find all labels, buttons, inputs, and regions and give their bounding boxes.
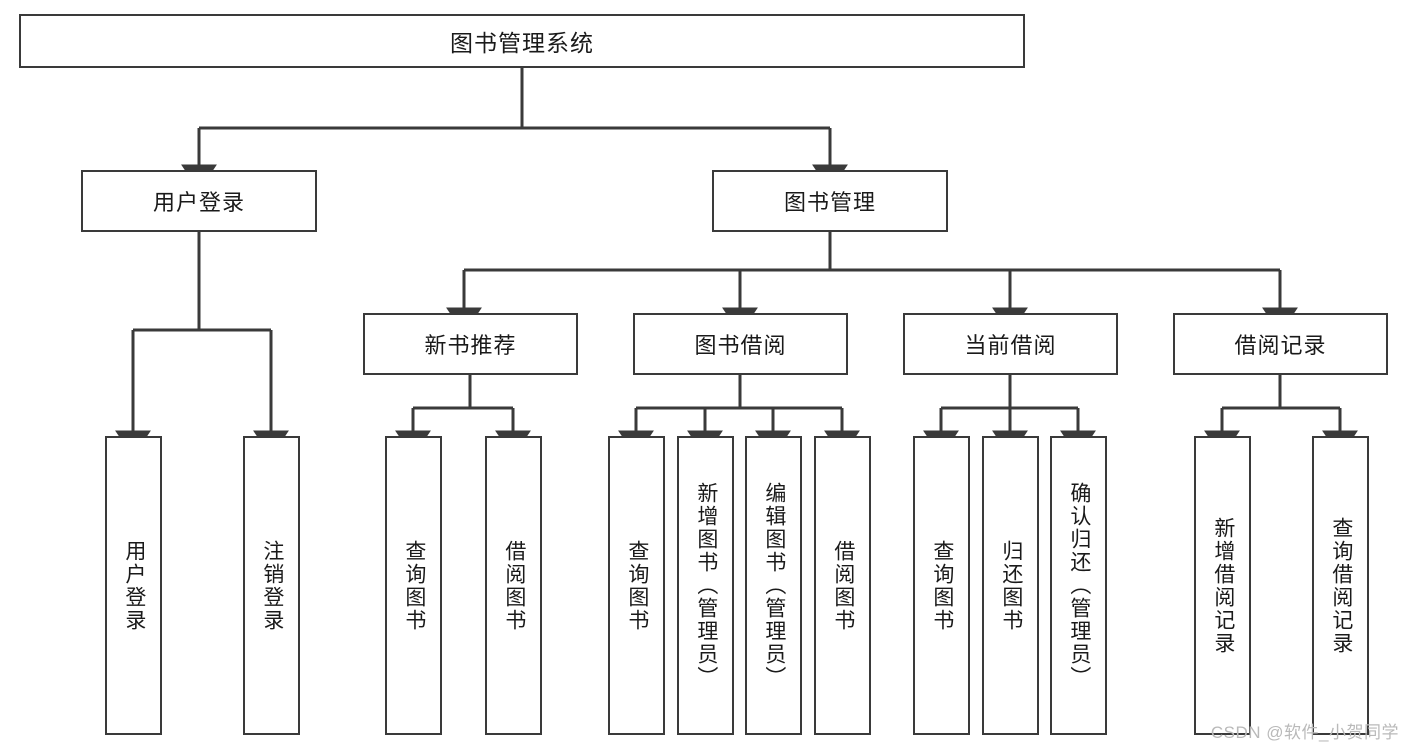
- leaf-borrow-books-newbook[interactable]: 借阅图书: [485, 436, 542, 735]
- leaf-logout[interactable]: 注销登录: [243, 436, 300, 735]
- leaf-query-books-current[interactable]: 查询图书: [913, 436, 970, 735]
- leaf-query-books-newbook[interactable]: 查询图书: [385, 436, 442, 735]
- leaf-query-books-newbook-label: 查询图书: [402, 539, 426, 632]
- leaf-confirm-return-admin-label: 确认归还（管理员）: [1067, 482, 1091, 689]
- leaf-user-login[interactable]: 用户登录: [105, 436, 162, 735]
- node-root-label: 图书管理系统: [450, 30, 594, 56]
- leaf-add-book-admin[interactable]: 新增图书（管理员）: [677, 436, 734, 735]
- node-current-borrow-label: 当前借阅: [964, 333, 1057, 358]
- node-book-management[interactable]: 图书管理: [712, 170, 948, 232]
- node-current-borrow[interactable]: 当前借阅: [903, 313, 1118, 375]
- leaf-query-books-current-label: 查询图书: [930, 539, 954, 632]
- csdn-watermark: CSDN @软件_小贺同学: [1210, 723, 1399, 742]
- leaf-edit-book-admin[interactable]: 编辑图书（管理员）: [745, 436, 802, 735]
- leaf-add-borrow-record[interactable]: 新增借阅记录: [1194, 436, 1251, 735]
- leaf-return-books[interactable]: 归还图书: [982, 436, 1039, 735]
- node-book-borrow-label: 图书借阅: [694, 333, 787, 358]
- node-user-login-label: 用户登录: [152, 190, 245, 215]
- node-book-management-label: 图书管理: [783, 190, 876, 215]
- leaf-user-login-label: 用户登录: [122, 539, 146, 632]
- node-borrow-records[interactable]: 借阅记录: [1173, 313, 1388, 375]
- leaf-confirm-return-admin[interactable]: 确认归还（管理员）: [1050, 436, 1107, 735]
- leaf-query-borrow-record[interactable]: 查询借阅记录: [1312, 436, 1369, 735]
- node-book-borrow[interactable]: 图书借阅: [633, 313, 848, 375]
- leaf-borrow-books-newbook-label: 借阅图书: [502, 539, 526, 632]
- leaf-add-borrow-record-label: 新增借阅记录: [1211, 516, 1235, 655]
- leaf-add-book-admin-label: 新增图书（管理员）: [694, 482, 718, 689]
- node-user-login[interactable]: 用户登录: [81, 170, 317, 232]
- leaf-borrow-books-borrow-label: 借阅图书: [831, 539, 855, 632]
- leaf-logout-label: 注销登录: [260, 539, 284, 632]
- leaf-borrow-books-borrow[interactable]: 借阅图书: [814, 436, 871, 735]
- leaf-return-books-label: 归还图书: [999, 539, 1023, 632]
- node-borrow-records-label: 借阅记录: [1234, 333, 1327, 358]
- leaf-query-borrow-record-label: 查询借阅记录: [1329, 516, 1353, 655]
- node-new-book-recommend-label: 新书推荐: [424, 333, 517, 358]
- leaf-edit-book-admin-label: 编辑图书（管理员）: [762, 482, 786, 689]
- node-new-book-recommend[interactable]: 新书推荐: [363, 313, 578, 375]
- leaf-query-books-borrow[interactable]: 查询图书: [608, 436, 665, 735]
- leaf-query-books-borrow-label: 查询图书: [625, 539, 649, 632]
- node-root[interactable]: 图书管理系统: [19, 14, 1025, 68]
